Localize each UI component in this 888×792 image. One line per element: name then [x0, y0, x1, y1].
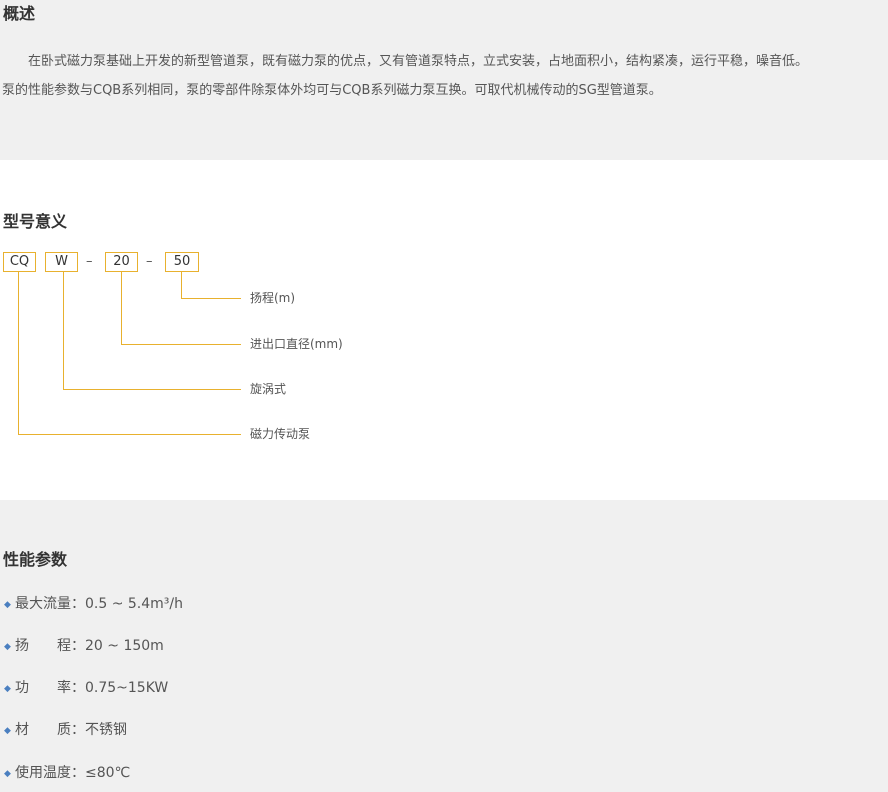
code-box-20: 20 — [105, 252, 138, 272]
connector-line — [181, 272, 182, 299]
connector-line — [121, 344, 241, 345]
diamond-bullet-icon: ◆ — [4, 600, 11, 610]
spec-item: ◆ 扬 程：20 ~ 150m — [4, 636, 164, 657]
spec-key: 使用温度： — [15, 765, 85, 781]
spec-value: 不锈钢 — [85, 722, 127, 738]
spec-key: 功 率： — [15, 680, 85, 696]
overview-title: 概述 — [3, 4, 36, 23]
code-box-w: W — [45, 252, 78, 272]
overview-paragraph: 在卧式磁力泵基础上开发的新型管道泵，既有磁力泵的优点，又有管道泵特点，立式安装，… — [2, 47, 888, 105]
overview-section: 概述 在卧式磁力泵基础上开发的新型管道泵，既有磁力泵的优点，又有管道泵特点，立式… — [0, 0, 888, 160]
code-separator: – — [86, 254, 93, 269]
spec-value: 0.5 ~ 5.4m³/h — [85, 596, 183, 612]
code-box-cq: CQ — [3, 252, 36, 272]
spec-value: 20 ~ 150m — [85, 638, 164, 654]
model-meaning-title: 型号意义 — [3, 212, 68, 231]
code-separator: – — [146, 254, 153, 269]
label-magnetic-pump: 磁力传动泵 — [250, 427, 311, 441]
connector-line — [18, 434, 241, 435]
diamond-bullet-icon: ◆ — [4, 726, 11, 736]
spec-value: 0.75~15KW — [85, 680, 169, 696]
label-head: 扬程(m) — [250, 291, 296, 305]
spec-item: ◆ 使用温度：≤80℃ — [4, 763, 130, 784]
connector-line — [18, 272, 19, 435]
connector-line — [121, 272, 122, 345]
diamond-bullet-icon: ◆ — [4, 642, 11, 652]
model-meaning-section: 型号意义 CQ W – 20 – 50 扬程(m) 进出口直径(mm) 旋涡式 … — [0, 160, 888, 500]
label-vortex: 旋涡式 — [250, 382, 287, 396]
spec-key: 材 质： — [15, 722, 85, 738]
spec-item: ◆ 功 率：0.75~15KW — [4, 678, 168, 699]
connector-line — [181, 298, 241, 299]
spec-item: ◆ 材 质：不锈钢 — [4, 720, 127, 741]
performance-section: 性能参数 ◆最大流量：0.5 ~ 5.4m³/h ◆扬 程：20 ~ 150m … — [0, 500, 888, 792]
label-diameter: 进出口直径(mm) — [250, 337, 343, 351]
spec-key: 扬 程： — [15, 638, 85, 654]
code-box-50: 50 — [165, 252, 199, 272]
spec-item: ◆ 最大流量：0.5 ~ 5.4m³/h — [4, 594, 183, 615]
performance-title: 性能参数 — [3, 550, 68, 569]
diamond-bullet-icon: ◆ — [4, 684, 11, 694]
overview-line-1: 在卧式磁力泵基础上开发的新型管道泵，既有磁力泵的优点，又有管道泵特点，立式安装，… — [2, 54, 809, 69]
connector-line — [63, 272, 64, 390]
connector-line — [63, 389, 241, 390]
spec-key: 最大流量： — [15, 596, 85, 612]
diamond-bullet-icon: ◆ — [4, 769, 11, 779]
spec-value: ≤80℃ — [85, 765, 131, 781]
overview-line-2: 泵的性能参数与CQB系列相同，泵的零部件除泵体外均可与CQB系列磁力泵互换。可取… — [2, 83, 662, 98]
